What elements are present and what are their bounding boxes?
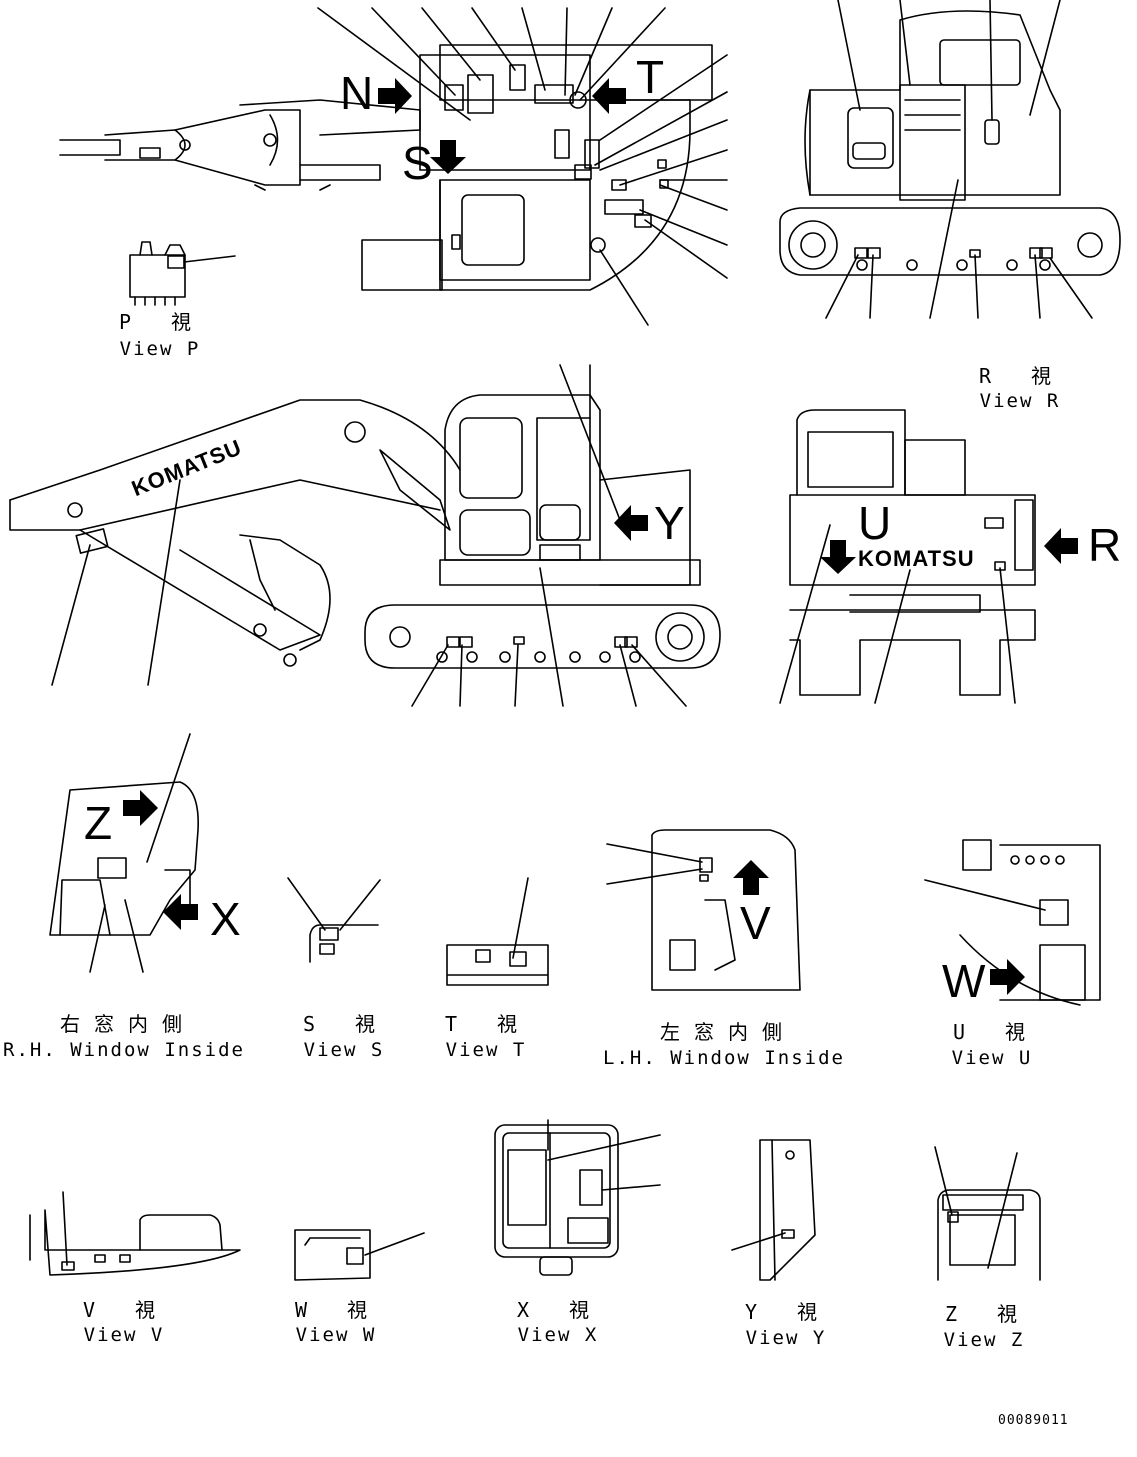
caption-view-r-en: View R bbox=[979, 390, 1061, 412]
view-letter-y: Y bbox=[654, 497, 685, 549]
caption-view-t-en: View T bbox=[445, 1039, 527, 1061]
view-letter-z: Z bbox=[84, 797, 113, 849]
caption-rh-window-jp: 右窓内側 bbox=[60, 1012, 196, 1036]
view-letter-x: X bbox=[210, 893, 241, 945]
rear-view-drawing bbox=[779, 409, 1036, 704]
caption-view-u-jp: U 視 bbox=[952, 1020, 1040, 1044]
view-w-drawing bbox=[294, 1229, 425, 1281]
caption-view-z-jp: Z 視 bbox=[944, 1302, 1032, 1326]
caption-view-y-jp: Y 視 bbox=[744, 1300, 832, 1324]
caption-view-y-en: View Y bbox=[745, 1327, 827, 1349]
view-letter-r: R bbox=[1088, 519, 1122, 571]
caption-view-v-en: View V bbox=[83, 1324, 165, 1346]
caption-lh-window-jp: 左窓内側 bbox=[660, 1020, 796, 1044]
caption-view-w-en: View W bbox=[295, 1324, 377, 1346]
view-y-drawing bbox=[731, 1139, 816, 1281]
caption-lh-window-en: L.H. Window Inside bbox=[603, 1047, 845, 1069]
view-letter-s: S bbox=[402, 137, 433, 189]
view-p-drawing bbox=[129, 241, 236, 306]
view-direction-arrows bbox=[123, 78, 1078, 995]
rh-window-inside-drawing bbox=[49, 733, 199, 973]
caption-view-r-jp: R 視 bbox=[978, 364, 1066, 388]
caption-view-s-en: View S bbox=[303, 1039, 385, 1061]
caption-view-s-jp: S 視 bbox=[302, 1012, 390, 1036]
drawing-number: 00089011 bbox=[998, 1413, 1069, 1428]
caption-view-w-jp: W 視 bbox=[294, 1298, 382, 1322]
view-t-drawing bbox=[446, 877, 549, 986]
view-letter-t: T bbox=[636, 51, 665, 103]
view-letter-w: W bbox=[942, 955, 986, 1007]
view-v-drawing bbox=[29, 1191, 241, 1276]
brand-decal-rear: KOMATSU bbox=[858, 546, 975, 571]
caption-view-t-jp: T 視 bbox=[444, 1012, 532, 1036]
caption-rh-window-en: R.H. Window Inside bbox=[3, 1039, 245, 1061]
view-s-drawing bbox=[287, 877, 381, 963]
caption-view-p-jp: P 視 bbox=[118, 310, 206, 334]
caption-view-z-en: View Z bbox=[943, 1329, 1025, 1351]
view-x-drawing bbox=[494, 1119, 661, 1276]
caption-view-x-jp: X 視 bbox=[516, 1298, 604, 1322]
caption-view-p-en: View P bbox=[119, 338, 201, 360]
rear-right-view-drawing bbox=[779, 0, 1121, 319]
side-view-drawing bbox=[9, 364, 721, 707]
view-letter-u: U bbox=[858, 497, 892, 549]
lh-window-inside-drawing bbox=[606, 829, 801, 991]
caption-view-v-jp: V 視 bbox=[82, 1298, 170, 1322]
caption-view-u-en: View U bbox=[951, 1047, 1033, 1069]
caption-view-x-en: View X bbox=[517, 1324, 599, 1346]
top-view-drawing bbox=[59, 44, 713, 291]
view-letter-v: V bbox=[740, 897, 771, 949]
view-z-drawing bbox=[934, 1146, 1041, 1281]
view-letter-n: N bbox=[340, 67, 374, 119]
top-view-leader-lines bbox=[317, 7, 728, 326]
